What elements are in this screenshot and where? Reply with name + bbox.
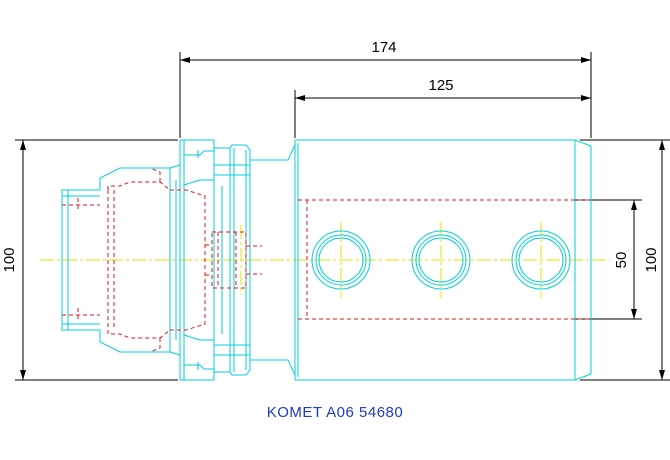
hole-2 xyxy=(411,230,471,290)
hole-3 xyxy=(511,230,571,290)
dimension-left-height: 100 xyxy=(1,247,18,272)
dimension-overall-length: 174 xyxy=(371,39,396,56)
dimension-body-length: 125 xyxy=(428,77,453,94)
dimension-hole-spacing: 50 xyxy=(613,252,630,269)
drawing-caption: KOMET A06 54680 xyxy=(267,404,403,421)
centerlines xyxy=(40,222,610,298)
dimension-lines xyxy=(15,52,670,381)
hole-1 xyxy=(311,230,371,290)
dimension-arrows xyxy=(20,57,665,380)
dimension-right-height: 100 xyxy=(643,247,660,272)
hidden-lines xyxy=(62,167,590,353)
part-outline xyxy=(61,139,592,381)
